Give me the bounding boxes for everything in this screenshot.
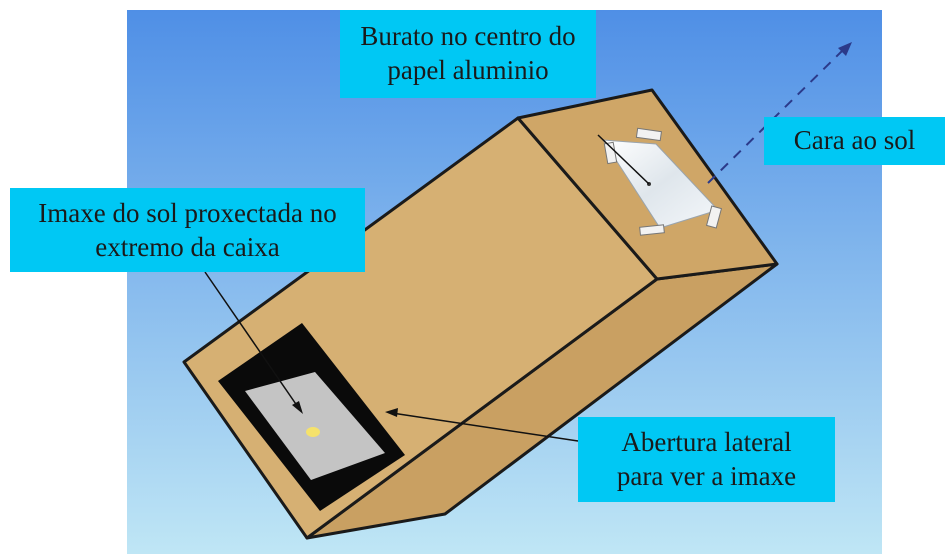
leader-arrowhead [385,408,398,417]
tape-strip [635,127,663,142]
leader-arrowhead [292,401,303,414]
leader-line-hole [597,134,650,185]
tape-strip [639,224,665,236]
label-projected-sun-image: Imaxe do sol proxectada no extremo da ca… [10,188,365,272]
tape-strip [705,205,723,229]
label-pinhole-center: Burato no centro do papel aluminio [340,10,596,98]
label-sun-facing-side: Cara ao sol [764,117,945,165]
leader-line-side-opening [391,412,579,442]
projection-screen [245,372,385,480]
leader-line-projected-image [204,271,301,411]
projected-sun-spot [306,427,320,437]
sun-direction-arrowhead [838,42,852,56]
label-side-opening: Abertura lateral para ver a imaxe [578,417,835,502]
